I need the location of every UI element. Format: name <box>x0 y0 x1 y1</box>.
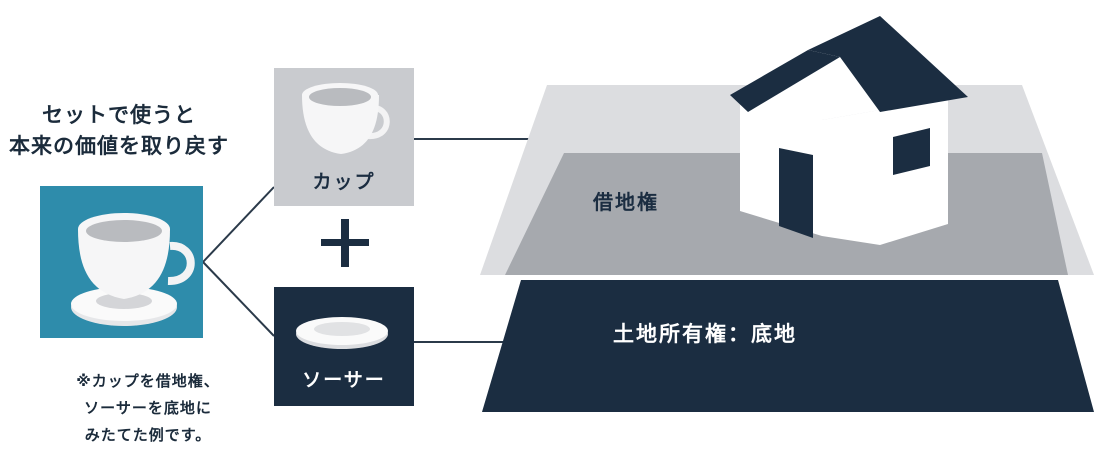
ownership-label: 土地所有権：底地 <box>613 322 797 346</box>
footnote-line-2: ソーサーを底地に <box>84 399 212 417</box>
saucer-label: ソーサー <box>302 369 386 391</box>
connector-lines <box>202 138 541 343</box>
leasehold-label: 借地権 <box>593 190 659 214</box>
caption-line-1: セットで使うと <box>42 103 196 127</box>
caption-line-2: 本来の価値を取り戻す <box>9 134 229 158</box>
coffee-cup-icon <box>71 213 195 326</box>
house-icon <box>730 16 968 245</box>
saucer-card <box>274 287 414 406</box>
land-illustration <box>480 16 1094 412</box>
footnote-line-3: みたてた例です。 <box>84 426 212 444</box>
cup-and-saucer-card <box>40 186 203 338</box>
ownership-plane <box>482 280 1094 412</box>
plus-icon <box>321 219 369 267</box>
coffee-cup-icon <box>302 83 390 154</box>
cup-card <box>274 68 414 206</box>
footnote-line-1: ※カップを借地権、 <box>76 372 220 390</box>
connector-to-cup <box>202 186 275 263</box>
cup-label: カップ <box>312 171 376 193</box>
saucer-icon <box>296 317 388 349</box>
connector-to-saucer <box>202 261 275 337</box>
